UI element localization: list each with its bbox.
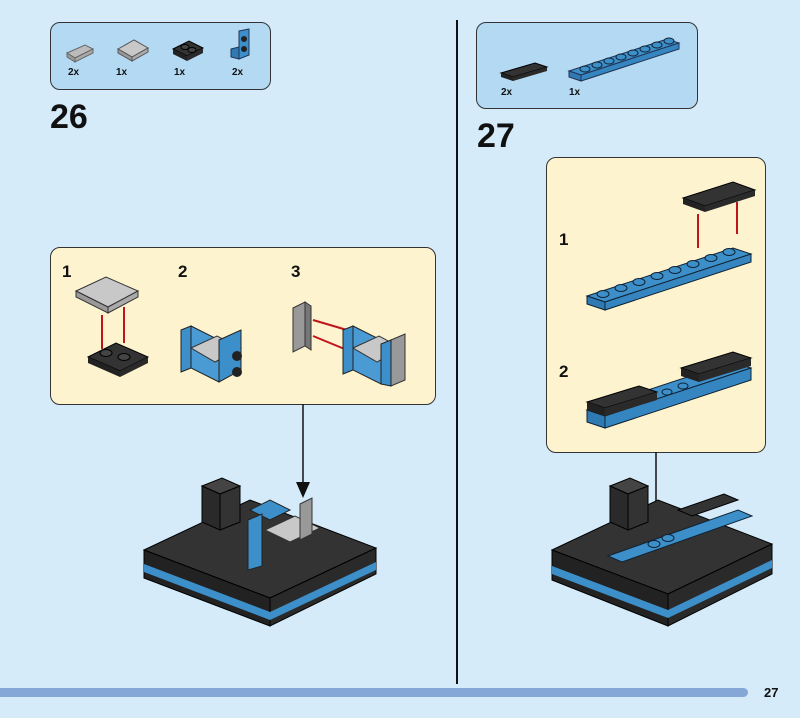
model-illustration-26 <box>142 477 378 627</box>
plate-1x8-icon <box>567 37 681 82</box>
parts-list-step-27: 2x 1x <box>476 22 698 109</box>
part-qty: 2x <box>232 67 244 78</box>
substep-number: 3 <box>291 262 301 281</box>
clip-plate-icon <box>171 40 205 61</box>
page-number: 27 <box>764 685 779 700</box>
substep-callout-27: 1 2 <box>546 157 766 453</box>
substep-1-illustration <box>74 276 150 377</box>
substep-number: 2 <box>178 262 188 281</box>
page-divider <box>456 20 458 684</box>
step-number-26: 26 <box>50 98 88 136</box>
substep-number: 1 <box>559 230 569 249</box>
tile-1x3-icon <box>499 62 549 81</box>
substep-3-illustration <box>292 301 406 387</box>
part-qty: 2x <box>501 87 513 98</box>
part-qty: 1x <box>116 67 128 78</box>
substep-number: 1 <box>62 262 72 281</box>
substep-number: 2 <box>559 362 569 381</box>
substep-2-illustration <box>180 325 243 383</box>
part-qty: 2x <box>68 67 80 78</box>
substep-1-illustration <box>585 181 757 311</box>
part-qty: 1x <box>569 87 581 98</box>
model-illustration-27 <box>550 477 774 627</box>
part-qty: 1x <box>174 67 186 78</box>
assembly-arrow-26 <box>296 404 310 498</box>
substep-callout-26: 1 2 3 <box>50 247 436 405</box>
grille-tile-icon <box>65 44 95 63</box>
tile-icon <box>116 39 150 62</box>
bracket-icon <box>230 28 250 60</box>
parts-list-step-26: 2x 1x 1x 2x <box>50 22 271 90</box>
substep-2-illustration <box>585 351 753 429</box>
step-number-27: 27 <box>477 117 515 155</box>
progress-bar <box>0 688 748 697</box>
